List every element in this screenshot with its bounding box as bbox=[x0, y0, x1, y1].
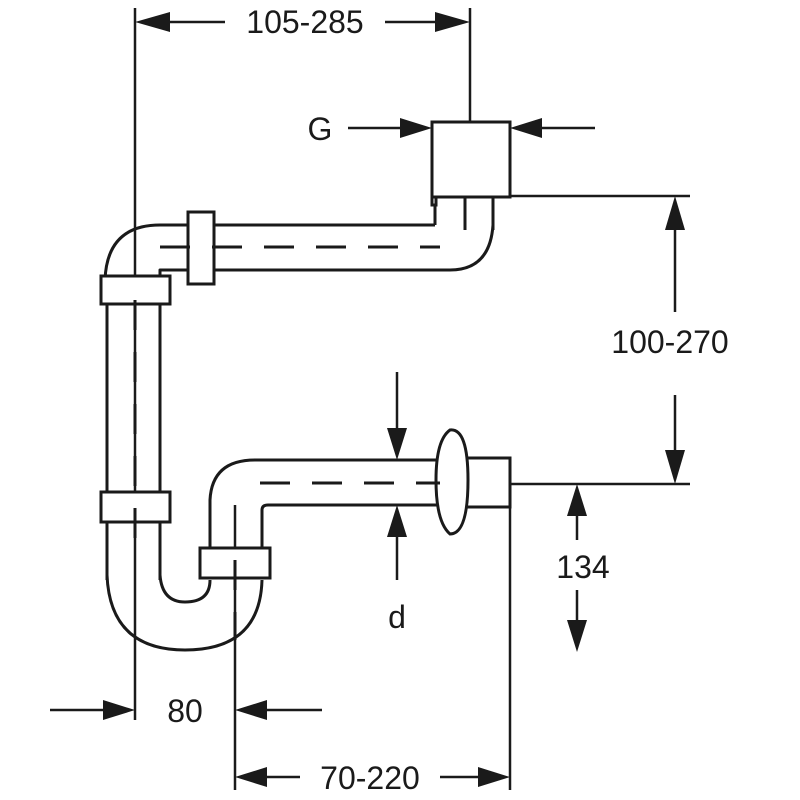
wall-rosette bbox=[434, 428, 470, 536]
dimension-label-diameter: d bbox=[388, 599, 406, 635]
slip-nuts bbox=[99, 210, 272, 580]
nut-upper bbox=[186, 210, 216, 286]
upper-pipe bbox=[103, 200, 495, 281]
dimension-label-outlet-height: 134 bbox=[556, 549, 609, 585]
dimension-label-outlet-length: 70-220 bbox=[320, 760, 420, 796]
dimension-label-offset: 80 bbox=[167, 693, 203, 729]
dimension-thread-g: G bbox=[308, 111, 595, 147]
dimension-label-thread: G bbox=[308, 111, 333, 147]
dimension-label-height-range: 100-270 bbox=[611, 324, 728, 360]
tailpiece-connection bbox=[430, 120, 512, 230]
u-trap bbox=[105, 574, 264, 652]
vertical-pipe bbox=[105, 300, 162, 580]
center-lines bbox=[133, 245, 440, 640]
dimension-height-range: 100-270 bbox=[611, 196, 729, 484]
dimension-offset: 80 bbox=[50, 693, 322, 729]
dimension-label-top-width: 105-285 bbox=[246, 4, 363, 40]
dimension-top-width: 105-285 bbox=[135, 4, 470, 40]
dimension-outlet-length: 70-220 bbox=[235, 760, 510, 796]
nut-left-top bbox=[99, 274, 172, 306]
dimension-outlet-height: 134 bbox=[556, 484, 610, 652]
dimension-diameter: d bbox=[387, 372, 407, 635]
